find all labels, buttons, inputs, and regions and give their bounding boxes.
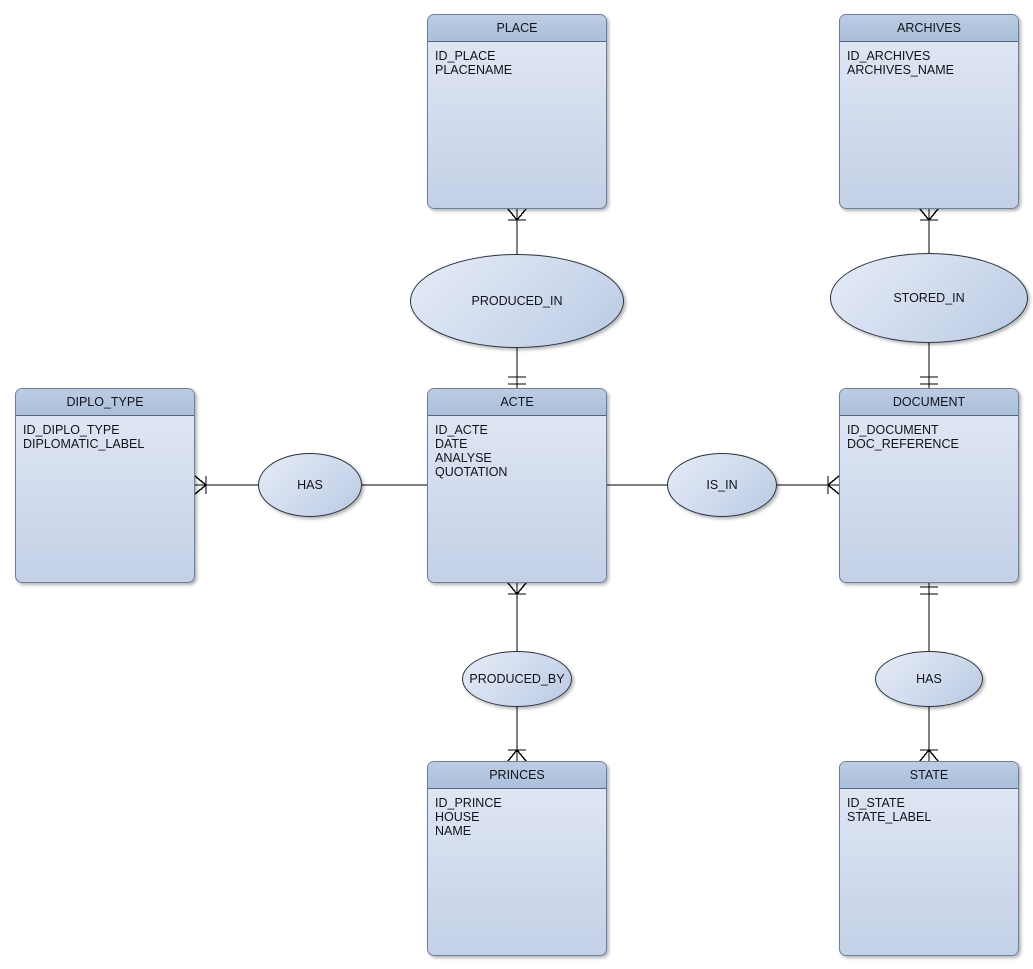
relationship-has_diplo[interactable]: HAS <box>258 453 362 517</box>
attribute: DOC_REFERENCE <box>847 437 959 452</box>
attribute: ID_PRINCE <box>435 796 502 810</box>
attribute: ID_ARCHIVES <box>847 49 931 63</box>
entity-title-acte: ACTE <box>428 389 606 416</box>
relationship-label: HAS <box>297 478 323 492</box>
attribute: DIPLOMATIC_LABEL <box>23 437 145 452</box>
relationship-label: PRODUCED_BY <box>469 672 565 686</box>
entity-title-document: DOCUMENT <box>840 389 1018 416</box>
attribute: ID_PLACE <box>435 49 496 63</box>
relationship-label: PRODUCED_IN <box>471 294 563 308</box>
connector-diplo_type-has <box>194 475 258 495</box>
attribute: ID_DOCUMENT <box>847 423 939 437</box>
entity-title-princes: PRINCES <box>428 762 606 789</box>
connector-document-has_state <box>920 583 938 651</box>
attribute: ID_STATE <box>847 796 905 810</box>
connector-is_in-document <box>777 475 840 495</box>
relationship-label: HAS <box>916 672 942 686</box>
attribute: PLACENAME <box>435 63 513 78</box>
attribute: HOUSE <box>435 810 480 825</box>
attribute: STATE_LABEL <box>847 810 932 825</box>
connector-produced_by-princes <box>507 707 527 762</box>
relationship-has_state[interactable]: HAS <box>875 651 983 707</box>
relationship-label: IS_IN <box>706 478 738 492</box>
entity-title-place: PLACE <box>428 15 606 42</box>
entity-title-state: STATE <box>840 762 1018 789</box>
attribute: ID_DIPLO_TYPE <box>23 423 120 437</box>
attribute: DATE <box>435 437 468 452</box>
entity-title-archives: ARCHIVES <box>840 15 1018 42</box>
connector-has_state-state <box>919 707 939 762</box>
relationship-label: STORED_IN <box>893 291 965 305</box>
entity-title-diplo_type: DIPLO_TYPE <box>16 389 194 416</box>
connector-acte-produced_by <box>507 582 527 651</box>
relationship-produced_by[interactable]: PRODUCED_BY <box>462 651 572 707</box>
attribute: ARCHIVES_NAME <box>847 63 954 78</box>
attribute: ID_ACTE <box>435 423 488 437</box>
relationship-stored_in[interactable]: STORED_IN <box>830 253 1028 343</box>
attribute: ANALYSE <box>435 451 492 466</box>
attribute: QUOTATION <box>435 465 508 480</box>
attribute: NAME <box>435 824 472 839</box>
relationship-is_in[interactable]: IS_IN <box>667 453 777 517</box>
relationship-produced_in[interactable]: PRODUCED_IN <box>410 254 624 348</box>
